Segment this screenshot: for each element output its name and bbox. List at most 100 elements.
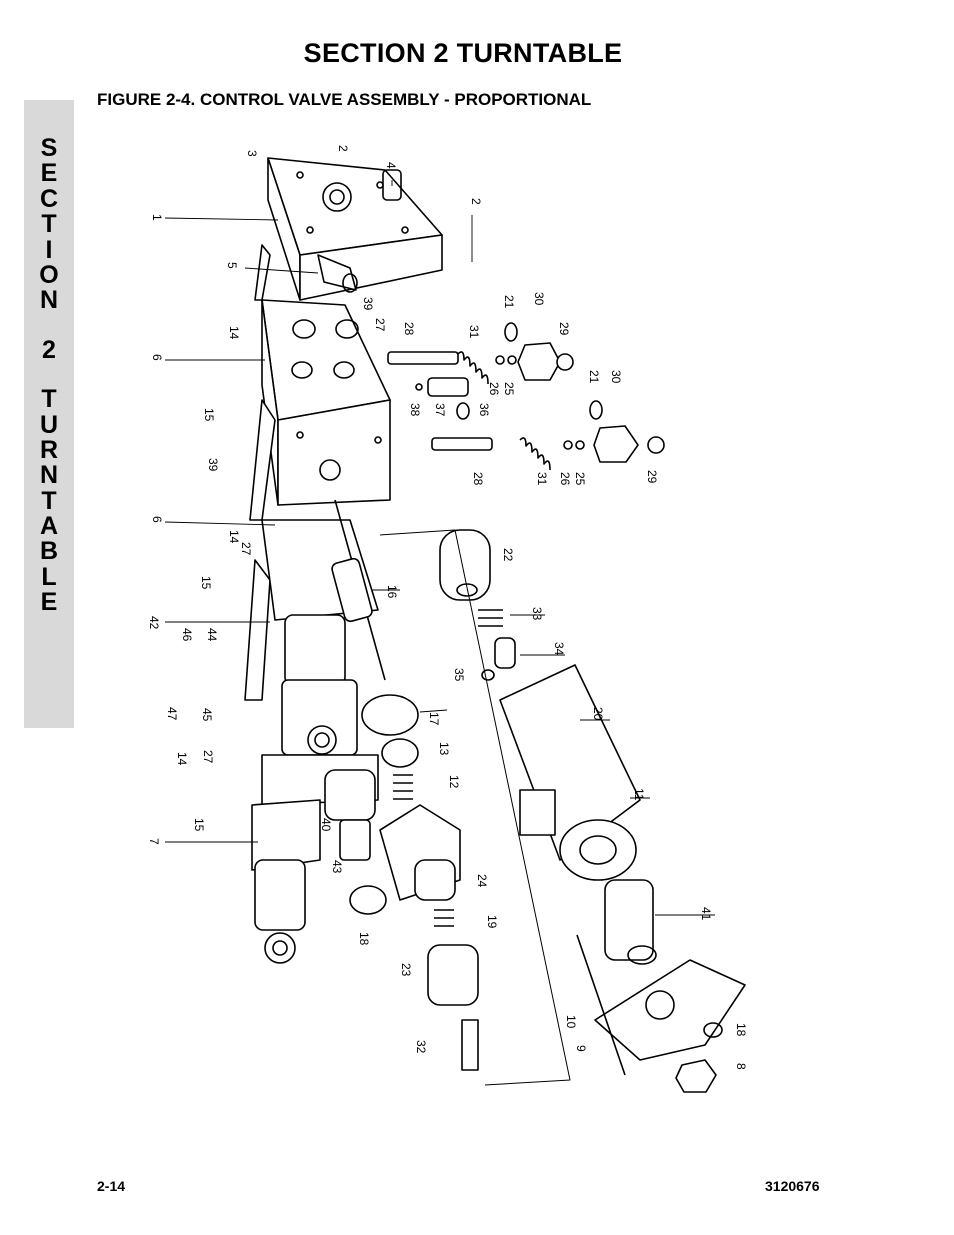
callout-label: 18 [357, 932, 371, 946]
callout-label: 14 [227, 326, 241, 340]
side-tab-letter: B [39, 537, 59, 566]
callout-label: 46 [180, 628, 194, 642]
callout-label: 30 [609, 370, 623, 384]
callout-label: 11 [632, 788, 646, 801]
document-number: 3120676 [765, 1178, 820, 1194]
side-tab-letter: O [39, 260, 59, 289]
callout-label: 26 [558, 472, 572, 486]
cartridge-41 [604, 879, 657, 965]
callout-label: 43 [330, 860, 344, 874]
callout-label: 28 [471, 472, 485, 486]
nut-30-lower [589, 400, 665, 463]
ring-17 [361, 694, 419, 800]
side-tab-letter: T [41, 210, 57, 239]
valve-section-bottom [251, 799, 321, 964]
callout-label: 3 [245, 150, 259, 157]
callout-label: 28 [402, 322, 416, 336]
side-tab-letter: C [39, 184, 59, 213]
adapter-40 [324, 769, 376, 861]
callout-label: 25 [573, 472, 587, 486]
callout-label: 47 [165, 707, 179, 721]
callout-label: 31 [535, 472, 549, 486]
callout-label: 27 [201, 750, 215, 764]
callout-label: 2 [469, 198, 483, 205]
coil-11 [499, 664, 641, 881]
callout-label: 16 [385, 585, 399, 599]
callout-leaders [164, 180, 715, 916]
callout-label: 27 [239, 542, 253, 556]
callout-label: 19 [485, 915, 499, 929]
spring-33 [478, 609, 516, 681]
callout-numbers: 3 2 4 1 2 5 39 27 14 6 28 31 21 30 29 26… [147, 145, 748, 1070]
side-tab-letter: T [41, 486, 57, 515]
valve-section-left-strip [244, 244, 276, 701]
callout-label: 30 [532, 292, 546, 306]
piston-23 [427, 909, 479, 1071]
side-tab-letter: T [41, 385, 57, 414]
callout-label: 29 [645, 470, 659, 484]
callout-label: 37 [433, 403, 447, 417]
callout-label: 13 [437, 742, 451, 756]
callout-label: 9 [574, 1045, 588, 1052]
callout-label: 15 [199, 576, 213, 590]
callout-label: 34 [552, 642, 566, 656]
side-tab-letter: A [39, 512, 59, 541]
side-tab-letter: E [40, 159, 58, 188]
fitting-5 [317, 254, 358, 293]
callout-label: 7 [147, 838, 161, 845]
callout-label: 42 [147, 616, 161, 630]
callout-label: 2 [336, 145, 350, 152]
callout-label: 31 [467, 325, 481, 339]
callout-label: 21 [502, 295, 516, 309]
callout-label: 39 [361, 297, 375, 311]
spool-28-lower [431, 437, 585, 471]
callout-label: 39 [206, 458, 220, 472]
callout-label: 35 [452, 668, 466, 682]
side-tab-letter: I [45, 235, 53, 264]
callout-label: 18 [734, 1023, 748, 1037]
callout-label: 29 [557, 322, 571, 336]
callout-label: 10 [564, 1015, 578, 1029]
callout-label: 36 [477, 403, 491, 417]
callout-label: 6 [150, 516, 164, 523]
callout-label: 24 [475, 874, 489, 888]
spool-16 [331, 499, 386, 681]
callout-label: 14 [227, 530, 241, 544]
nut-30-upper [504, 322, 574, 381]
callout-label: 44 [205, 628, 219, 642]
callout-label: 6 [150, 354, 164, 361]
section-side-tab: S E C T I O N 2 T U R N T A B L E [24, 100, 74, 728]
callout-label: 32 [414, 1040, 428, 1054]
side-tab-letter: N [39, 461, 59, 490]
callout-label: 15 [202, 408, 216, 422]
callout-label: 23 [399, 963, 413, 977]
check-37 [415, 377, 470, 420]
side-tab-letter: 2 [42, 335, 56, 364]
callout-label: 45 [200, 708, 214, 722]
callout-label: 12 [447, 775, 461, 789]
figure-title: FIGURE 2-4. CONTROL VALVE ASSEMBLY - PRO… [97, 90, 592, 109]
callout-label: 5 [225, 262, 239, 269]
side-tab-letter: U [39, 410, 59, 439]
sleeve-22 [439, 529, 491, 601]
valve-section-upper [261, 299, 391, 506]
side-tab-letter: N [39, 286, 59, 315]
callout-label: 14 [175, 752, 189, 766]
section-title: SECTION 2 TURNTABLE [303, 38, 623, 68]
callout-label: 25 [502, 382, 516, 396]
side-tab-letter: R [39, 435, 59, 464]
callout-label: 20 [591, 707, 605, 721]
page-number: 2-14 [97, 1178, 126, 1194]
callout-label: 41 [699, 907, 713, 921]
valve-section-lower [261, 519, 379, 806]
callout-label: 4 [384, 162, 398, 169]
callout-label: 8 [734, 1063, 748, 1070]
spool-28-upper [387, 351, 517, 385]
callout-label: 1 [150, 214, 164, 221]
side-tab-letter: E [40, 588, 58, 617]
callout-label: 26 [487, 382, 501, 396]
side-tab-letter: L [41, 562, 57, 591]
valve-block-top [267, 157, 443, 301]
callout-label: 17 [427, 712, 441, 726]
